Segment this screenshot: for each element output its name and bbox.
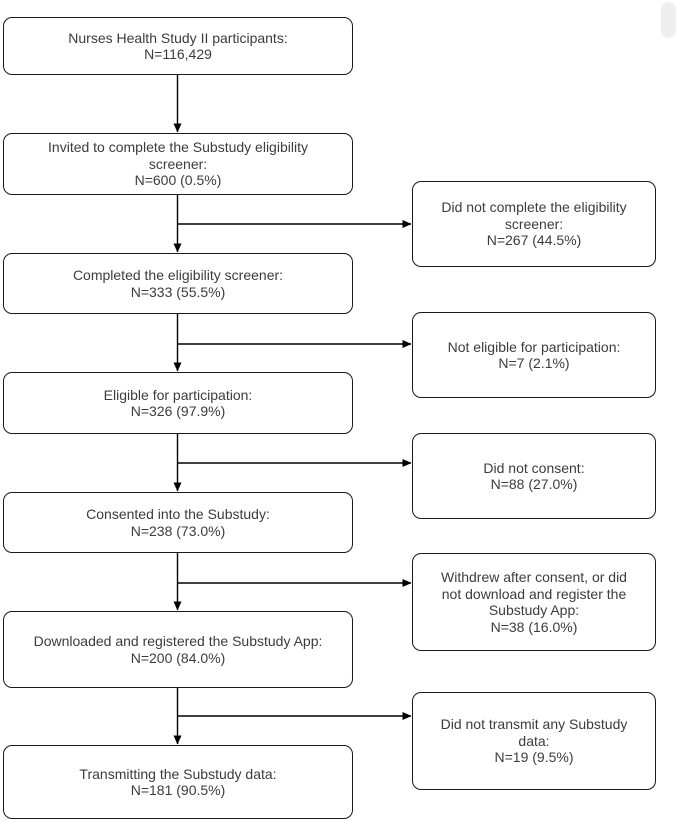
box-consented: Consented into the Substudy: N=238 (73.0… bbox=[3, 492, 353, 553]
box-line: N=88 (27.0%) bbox=[490, 476, 578, 492]
box-line: Did not transmit any Substudy bbox=[440, 716, 628, 733]
box-downloaded: Downloaded and registered the Substudy A… bbox=[3, 611, 353, 688]
box-line: N=7 (2.1%) bbox=[498, 355, 570, 371]
box-line: N=238 (73.0%) bbox=[130, 522, 226, 539]
box-line: Did not complete the eligibility bbox=[441, 199, 627, 216]
box-line: N=38 (16.0%) bbox=[490, 618, 578, 635]
box-line: N=600 (0.5%) bbox=[134, 172, 222, 189]
box-not-eligible: Not eligible for participation: N=7 (2.1… bbox=[412, 312, 656, 398]
box-line: Completed the eligibility screener: bbox=[72, 267, 284, 283]
box-line: Eligible for participation: bbox=[103, 386, 253, 403]
scrollbar-thumb[interactable] bbox=[661, 2, 676, 38]
box-line: data: bbox=[518, 732, 550, 749]
box-line: N=19 (9.5%) bbox=[494, 749, 574, 766]
box-did-not-complete: Did not complete the eligibility screene… bbox=[412, 181, 656, 267]
box-line: Not eligible for participation: bbox=[447, 338, 621, 355]
box-line: Did not consent: bbox=[483, 459, 585, 476]
box-participants: Nurses Health Study II participants: N=1… bbox=[3, 17, 353, 75]
box-line: Nurses Health Study II participants: bbox=[68, 29, 288, 46]
box-line: Withdrew after consent, or did bbox=[441, 569, 627, 585]
box-did-not-transmit: Did not transmit any Substudy data: N=19… bbox=[412, 692, 656, 790]
box-line: N=326 (97.9%) bbox=[130, 403, 226, 419]
box-line: screener: bbox=[504, 215, 564, 232]
box-line: N=181 (90.5%) bbox=[130, 782, 226, 798]
box-transmitting: Transmitting the Substudy data: N=181 (9… bbox=[3, 745, 353, 819]
box-line: N=267 (44.5%) bbox=[486, 232, 582, 249]
box-line: Consented into the Substudy: bbox=[86, 506, 270, 522]
box-line: Invited to complete the Substudy eligibi… bbox=[48, 139, 308, 156]
box-invited: Invited to complete the Substudy eligibi… bbox=[3, 133, 353, 195]
box-completed-screener: Completed the eligibility screener: N=33… bbox=[3, 253, 353, 314]
box-line: Substudy App: bbox=[488, 602, 580, 618]
box-did-not-consent: Did not consent: N=88 (27.0%) bbox=[412, 433, 656, 519]
box-line: not download and register the bbox=[441, 585, 627, 602]
box-eligible: Eligible for participation: N=326 (97.9%… bbox=[3, 372, 353, 434]
box-line: N=116,429 bbox=[144, 46, 212, 62]
box-withdrew: Withdrew after consent, or did not downl… bbox=[412, 553, 656, 651]
box-line: Transmitting the Substudy data: bbox=[79, 765, 277, 782]
box-line: N=333 (55.5%) bbox=[130, 283, 226, 300]
box-line: Downloaded and registered the Substudy A… bbox=[33, 633, 323, 649]
box-line: N=200 (84.0%) bbox=[130, 649, 226, 666]
box-line: screener: bbox=[148, 155, 208, 172]
